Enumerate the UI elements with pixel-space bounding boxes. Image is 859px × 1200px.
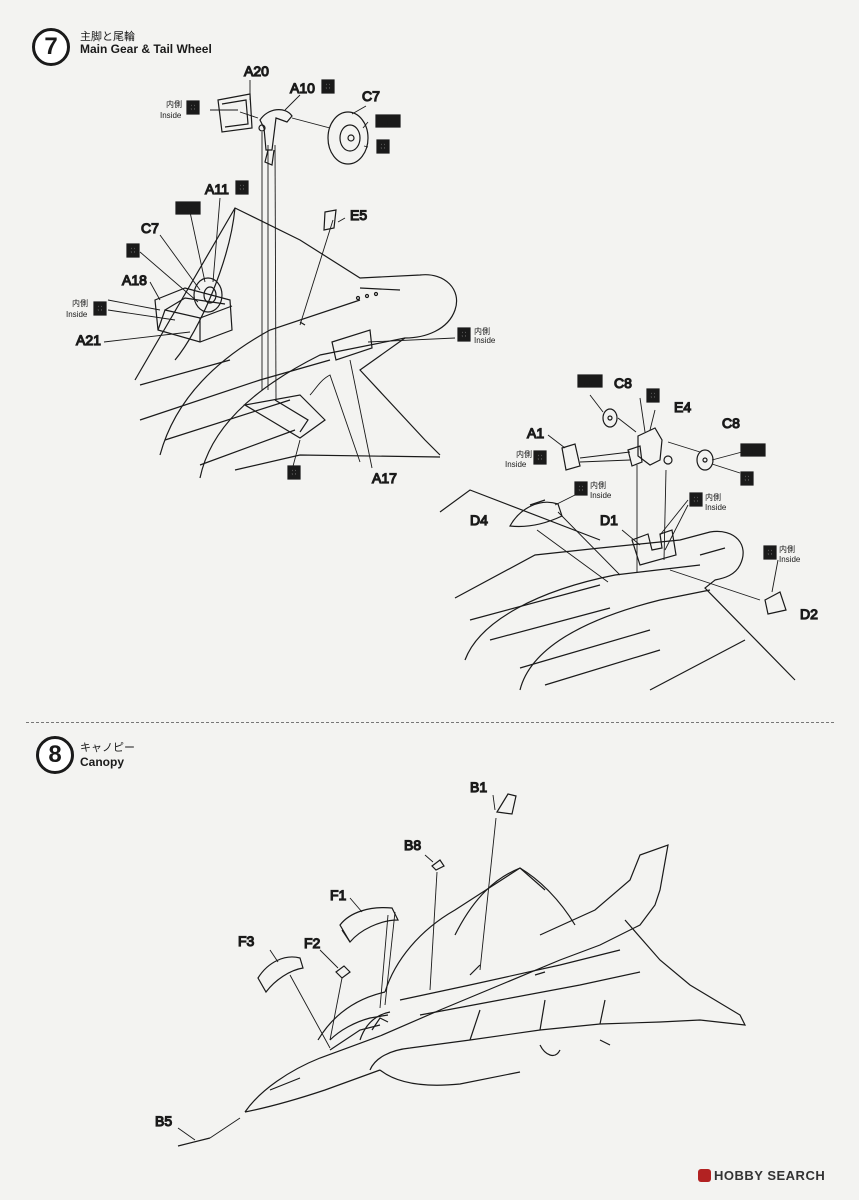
svg-text:8: 8 xyxy=(97,304,103,315)
part-b5 xyxy=(177,1137,211,1147)
callouts-7: 8 8 8 137 8 137 8 8 8 8 xyxy=(93,79,471,480)
step-7-title-jp: 主脚と尾輪 xyxy=(80,30,135,43)
label-a10: A10 xyxy=(290,80,315,96)
part-c8-wheel-left xyxy=(602,408,618,428)
label-a17: A17 xyxy=(372,470,397,486)
label-a1: A1 xyxy=(527,425,544,441)
label-e5: E5 xyxy=(350,207,367,223)
label-c7-b: C7 xyxy=(141,220,159,236)
svg-text:内側: 内側 xyxy=(474,326,490,336)
svg-text:8: 8 xyxy=(693,495,699,506)
svg-text:Inside: Inside xyxy=(505,460,527,469)
leader-lines-7b xyxy=(536,394,779,601)
svg-text:8: 8 xyxy=(291,468,297,479)
step-divider xyxy=(26,722,834,723)
svg-text:8: 8 xyxy=(325,82,331,93)
svg-text:137: 137 xyxy=(743,446,757,455)
svg-text:8: 8 xyxy=(537,453,543,464)
label-b8: B8 xyxy=(404,837,421,853)
svg-text:8: 8 xyxy=(744,474,750,485)
part-b8 xyxy=(431,859,445,871)
svg-text:8: 8 xyxy=(190,103,196,114)
tail-fuselage-right xyxy=(439,489,796,691)
svg-text:8: 8 xyxy=(767,548,773,559)
label-c8: C8 xyxy=(614,375,632,391)
cockpit xyxy=(359,1011,391,1041)
label-c7: C7 xyxy=(362,88,380,104)
watermark-text: HOBBY SEARCH xyxy=(714,1168,826,1183)
part-b1 xyxy=(496,793,517,815)
part-e4-strut xyxy=(627,427,673,467)
svg-text:内側: 内側 xyxy=(779,544,795,554)
label-a11: A11 xyxy=(205,181,229,197)
part-a1 xyxy=(561,443,581,471)
svg-text:137: 137 xyxy=(378,117,392,126)
svg-text:内側: 内側 xyxy=(166,99,182,109)
step-7-title-en: Main Gear & Tail Wheel xyxy=(80,42,212,56)
aircraft-body xyxy=(244,844,747,1113)
part-c7-wheel-upper xyxy=(327,111,369,165)
part-a18-bay xyxy=(154,287,233,343)
label-a18: A18 xyxy=(122,272,147,288)
svg-text:内側: 内側 xyxy=(516,449,532,459)
part-a11-wheel xyxy=(193,277,223,313)
svg-text:Inside: Inside xyxy=(779,555,801,564)
part-d2 xyxy=(764,591,787,615)
step-8-title-en: Canopy xyxy=(80,755,125,769)
svg-text:8: 8 xyxy=(578,484,584,495)
label-b5: B5 xyxy=(155,1113,172,1129)
svg-text:Inside: Inside xyxy=(474,336,496,345)
part-e5 xyxy=(323,209,337,231)
wing-fuselage-left xyxy=(134,207,458,479)
label-b1: B1 xyxy=(470,779,487,795)
part-f2 xyxy=(335,965,351,979)
callouts-7b: 137 8 137 8 8 8 8 8 xyxy=(533,374,777,560)
watermark: HOBBY SEARCH xyxy=(698,1168,825,1183)
svg-text:137: 137 xyxy=(178,204,192,213)
svg-text:Inside: Inside xyxy=(705,503,727,512)
step-number-7: 7 xyxy=(32,28,70,66)
label-d2: D2 xyxy=(800,606,818,622)
svg-text:8: 8 xyxy=(461,330,467,341)
svg-text:8: 8 xyxy=(130,246,136,257)
svg-text:Inside: Inside xyxy=(66,310,88,319)
label-d4: D4 xyxy=(470,512,488,528)
label-c8-b: C8 xyxy=(722,415,740,431)
svg-text:8: 8 xyxy=(380,142,386,153)
label-e4: E4 xyxy=(674,399,691,415)
svg-text:8: 8 xyxy=(650,391,656,402)
svg-text:137: 137 xyxy=(580,377,594,386)
part-f3-canopy-front xyxy=(257,956,304,994)
svg-text:Inside: Inside xyxy=(160,111,182,120)
svg-text:Inside: Inside xyxy=(590,491,612,500)
label-f2: F2 xyxy=(304,935,321,951)
label-a20: A20 xyxy=(244,63,269,79)
label-f3: F3 xyxy=(238,933,255,949)
step-8-title-jp: キャノピー xyxy=(80,741,135,754)
svg-text:内側: 内側 xyxy=(590,480,606,490)
part-d4 xyxy=(509,499,563,528)
step-number-8: 8 xyxy=(36,736,74,774)
part-a17-door xyxy=(331,329,373,361)
part-f1-canopy-rear xyxy=(339,907,399,944)
leader-lines-7 xyxy=(103,80,456,471)
label-a21: A21 xyxy=(76,332,101,348)
label-d1: D1 xyxy=(600,512,618,528)
part-a10-gear-strut xyxy=(217,93,293,166)
brand-icon xyxy=(698,1169,711,1182)
label-f1: F1 xyxy=(330,887,347,903)
part-c8-wheel-right xyxy=(696,449,714,471)
svg-text:8: 8 xyxy=(239,183,245,194)
part-d1 xyxy=(631,529,677,566)
svg-text:内側: 内側 xyxy=(72,298,88,308)
leader-lines-8 xyxy=(177,794,497,1141)
svg-text:内側: 内側 xyxy=(705,492,721,502)
